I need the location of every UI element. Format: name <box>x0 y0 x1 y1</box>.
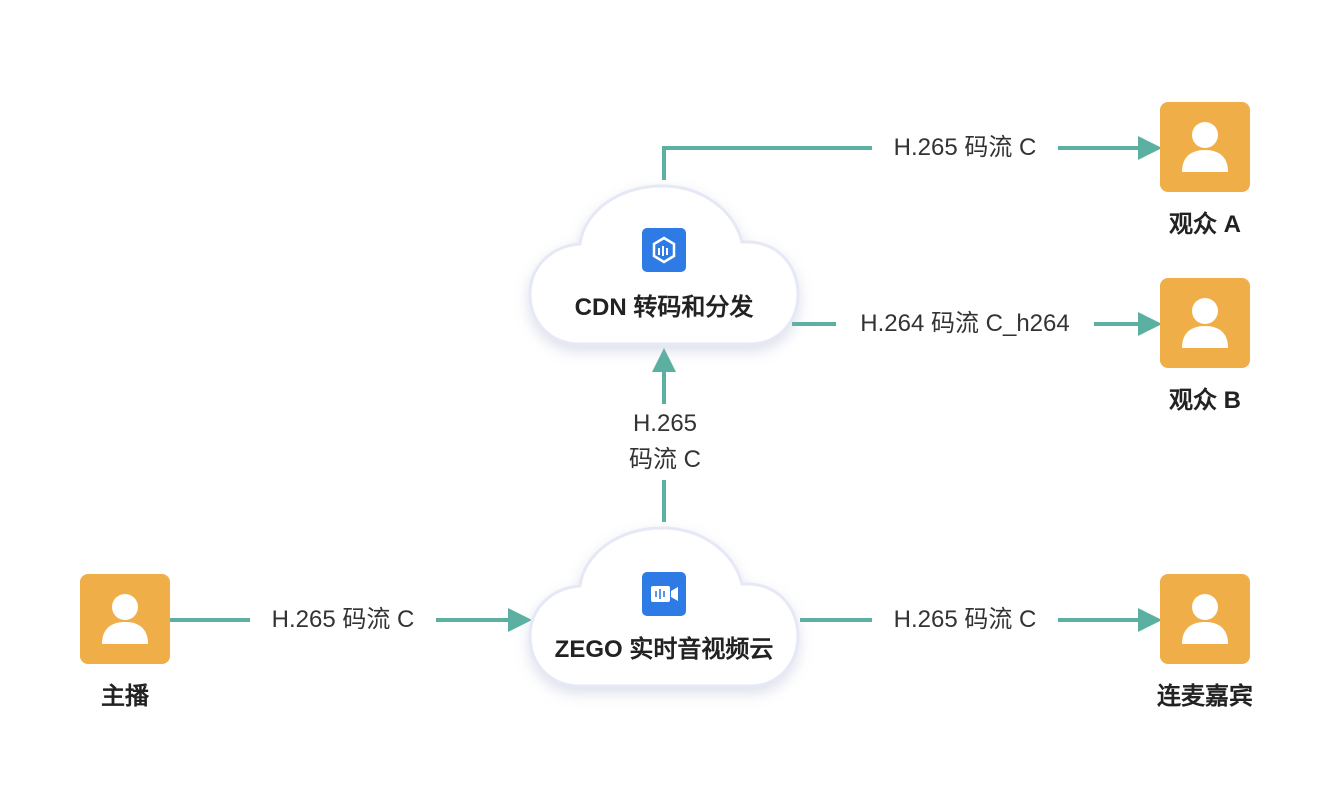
arrow-head <box>1138 136 1162 160</box>
arrow-head <box>1138 608 1162 632</box>
viewer-b-avatar <box>1160 278 1250 368</box>
edge-label-host-to-zego: H.265 码流 C <box>250 602 436 638</box>
edge-label-zego-to-cdn-line2: 码流 C <box>629 446 701 473</box>
co-host-avatar <box>1160 574 1250 664</box>
arrow-head <box>652 348 676 372</box>
host-label: 主播 <box>101 683 149 710</box>
edge-label-cdn-to-viewer-a: H.265 码流 C <box>872 130 1058 166</box>
host-avatar <box>80 574 170 664</box>
cdn-cube-icon <box>642 228 686 272</box>
user-icon <box>1182 298 1228 348</box>
edge-label-cdn-to-viewer-b: H.264 码流 C_h264 <box>836 306 1094 342</box>
edge-label-zego-to-cohost: H.265 码流 C <box>872 602 1058 638</box>
cdn-cloud-label: CDN 转码和分发 <box>574 294 754 321</box>
video-camera-icon <box>642 572 686 616</box>
edge-label-zego-to-cdn-line1: H.265 <box>632 410 698 437</box>
co-host-label: 连麦嘉宾 <box>1157 683 1253 710</box>
arrow-head <box>508 608 532 632</box>
edge-label-zego-to-cdn: H.265 码流 C <box>610 404 720 480</box>
user-icon <box>102 594 148 644</box>
arrow-head <box>1138 312 1162 336</box>
viewer-a-label: 观众 A <box>1169 211 1241 238</box>
user-icon <box>1182 122 1228 172</box>
viewer-a-avatar <box>1160 102 1250 192</box>
user-icon <box>1182 594 1228 644</box>
viewer-b-label: 观众 B <box>1169 387 1241 414</box>
zego-cloud-label: ZEGO 实时音视频云 <box>554 636 774 663</box>
